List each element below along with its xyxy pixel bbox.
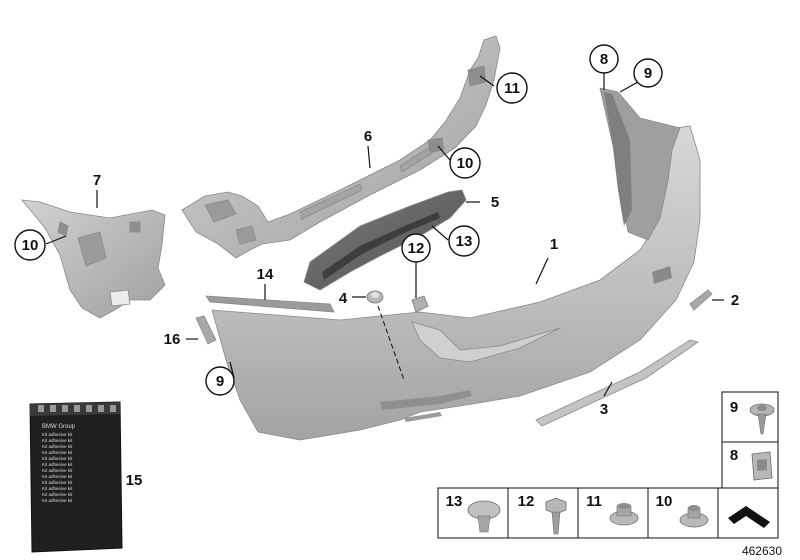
callout-4: 4 [339, 290, 348, 307]
package-brand: BMW Group [42, 424, 76, 430]
legend-cell-10: 10 [647, 487, 719, 539]
svg-text:10: 10 [457, 155, 474, 172]
lower-trim-strip-part [535, 339, 699, 427]
left-trim-strip-part [205, 295, 335, 313]
svg-text:9: 9 [216, 373, 224, 390]
right-reflector-part [689, 289, 713, 311]
svg-text:Kit adhesive kit: Kit adhesive kit [42, 432, 73, 437]
legend-cell-symbol [717, 487, 779, 539]
hex-bolt-icon [545, 497, 567, 535]
legend-cell-12: 12 [507, 487, 579, 539]
rear-bumper-panel-part [211, 87, 701, 441]
svg-text:16: 16 [164, 331, 181, 348]
svg-text:12: 12 [518, 493, 535, 510]
callout-2: 2 [731, 292, 739, 309]
flanged-screw-icon [749, 403, 775, 435]
svg-text:9: 9 [644, 65, 652, 82]
lower-dark-bracket-part [303, 189, 467, 291]
callout-6: 6 [364, 128, 372, 145]
svg-text:Kit adhesive kit: Kit adhesive kit [42, 444, 73, 449]
svg-text:Kit adhesive kit: Kit adhesive kit [42, 480, 73, 485]
left-reflector-part [195, 315, 217, 345]
callout-1: 1 [550, 236, 558, 253]
callout-9-top: 9 [633, 58, 663, 88]
svg-text:4: 4 [339, 290, 348, 307]
svg-text:Kit adhesive kit: Kit adhesive kit [42, 498, 73, 503]
svg-text:Kit adhesive kit: Kit adhesive kit [42, 456, 73, 461]
callout-7: 7 [93, 172, 101, 189]
svg-text:13: 13 [456, 233, 473, 250]
callout-16: 16 [164, 331, 181, 348]
callout-5: 5 [491, 194, 499, 211]
callout-11: 11 [496, 72, 528, 104]
callout-12: 12 [401, 233, 431, 263]
callout-9-left: 9 [205, 366, 235, 396]
push-rivet-icon [467, 500, 501, 533]
legend-cell-11: 11 [577, 487, 649, 539]
callout-10-left: 10 [14, 229, 46, 261]
callout-8: 8 [589, 44, 619, 74]
callout-3: 3 [600, 401, 608, 418]
svg-text:10: 10 [656, 493, 673, 510]
svg-text:15: 15 [126, 472, 143, 489]
callout-14: 14 [257, 266, 274, 283]
svg-text:5: 5 [491, 194, 499, 211]
svg-text:Kit adhesive kit: Kit adhesive kit [42, 462, 73, 467]
svg-text:6: 6 [364, 128, 372, 145]
svg-text:7: 7 [93, 172, 101, 189]
svg-text:Kit adhesive kit: Kit adhesive kit [42, 468, 73, 473]
svg-text:11: 11 [504, 80, 520, 97]
svg-text:1: 1 [550, 236, 558, 253]
svg-text:14: 14 [257, 266, 274, 283]
alignment-dashed-line [377, 305, 405, 381]
callout-10-upper: 10 [449, 147, 481, 179]
legend-cell-13: 13 [437, 487, 509, 539]
callout-15: 15 [126, 472, 143, 489]
svg-text:3: 3 [600, 401, 608, 418]
svg-text:Kit adhesive kit: Kit adhesive kit [42, 492, 73, 497]
leader-lines [45, 73, 724, 481]
svg-text:8: 8 [600, 51, 608, 68]
collar-nut-icon [609, 503, 639, 526]
clip-nut-icon [751, 451, 773, 481]
svg-text:Kit adhesive kit: Kit adhesive kit [42, 438, 73, 443]
legend-cell-8: 8 [721, 441, 779, 489]
svg-text:8: 8 [730, 447, 738, 464]
svg-text:2: 2 [731, 292, 739, 309]
adhesive-kit-package: BMW Group Kit adhesive kit Kit adhesive … [29, 401, 123, 553]
adhesive-strip-symbol-icon [728, 506, 770, 528]
callout-13: 13 [448, 225, 480, 257]
svg-text:13: 13 [446, 493, 463, 510]
clip-part-4 [366, 290, 384, 304]
svg-text:10: 10 [22, 237, 39, 254]
clip-part-12 [411, 295, 429, 313]
svg-text:Kit adhesive kit: Kit adhesive kit [42, 474, 73, 479]
flange-nut-icon [679, 505, 709, 528]
legend-cell-9: 9 [721, 391, 779, 443]
svg-text:12: 12 [408, 240, 425, 257]
svg-text:Kit adhesive kit: Kit adhesive kit [42, 486, 73, 491]
svg-text:Kit adhesive kit: Kit adhesive kit [42, 450, 73, 455]
svg-text:9: 9 [730, 399, 738, 416]
svg-text:11: 11 [586, 493, 602, 510]
diagram-id: 462630 [742, 544, 782, 558]
left-bracket-part [21, 199, 166, 319]
upper-carrier-bracket-part [181, 35, 501, 259]
